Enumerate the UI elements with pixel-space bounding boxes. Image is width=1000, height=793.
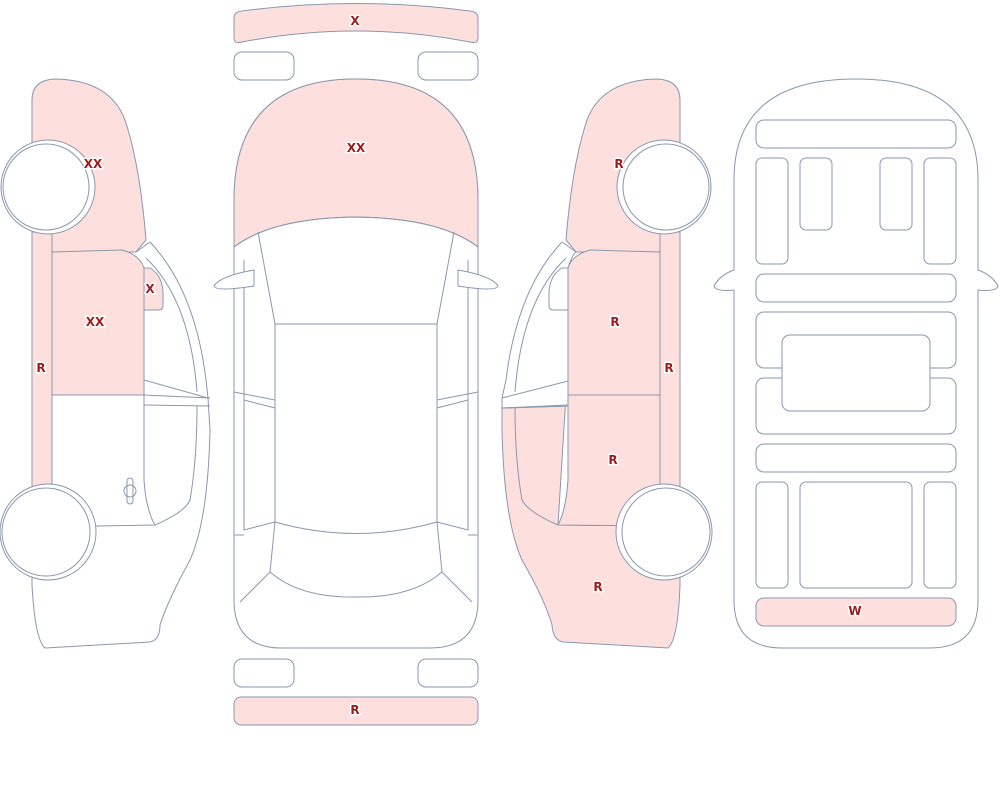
left-rocker-panel[interactable] [31, 231, 53, 489]
right-front-wheel[interactable] [622, 143, 710, 231]
floor-center-tunnel[interactable] [781, 334, 931, 412]
right-mirror[interactable] [548, 267, 569, 311]
roof [274, 324, 438, 534]
right-front-fender-mark: R [614, 157, 623, 171]
left-tail-light[interactable] [233, 658, 295, 688]
rear-left-rail[interactable] [755, 481, 789, 589]
left-mirror[interactable] [143, 267, 164, 311]
front-bumper[interactable] [233, 3, 479, 43]
left-front-fender-mark: XX [84, 157, 103, 171]
right-rear-door-mark: R [608, 453, 617, 467]
left-a-pillar [135, 241, 209, 399]
left-headlight[interactable] [233, 51, 295, 81]
right-tail-light[interactable] [417, 658, 479, 688]
left-mirror-mark: X [145, 282, 155, 296]
left-front-door-mark: XX [86, 315, 105, 329]
rear-crossmember[interactable] [755, 597, 957, 627]
left-rear-door-line [94, 395, 198, 527]
rear-right-rail[interactable] [923, 481, 957, 589]
right-rear-quarter[interactable] [501, 394, 681, 649]
right-side-windows [436, 260, 469, 531]
rear-bumper-mark: R [350, 703, 359, 717]
windshield [233, 216, 479, 325]
top-right-mirror[interactable] [457, 269, 499, 290]
underbody-view: W [713, 78, 999, 649]
right-front-door-mark: R [610, 315, 619, 329]
front-crossmember[interactable] [755, 119, 957, 149]
top-beltline [233, 391, 479, 536]
right-rocker-panel[interactable] [659, 231, 681, 489]
left-window-line [145, 257, 198, 393]
left-front-door[interactable] [51, 249, 145, 396]
front-left-inner[interactable] [799, 157, 833, 231]
left-rear-body[interactable] [31, 379, 211, 649]
right-beltline [501, 380, 569, 409]
left-side-view: XX XX X R [0, 78, 211, 649]
front-bumper-mark: X [350, 14, 360, 28]
front-left-rail[interactable] [755, 157, 789, 265]
rear-crossmember-mark: W [848, 604, 861, 618]
left-beltline [143, 394, 211, 407]
trunk-floor[interactable] [799, 481, 913, 589]
rear-bumper[interactable] [233, 696, 479, 726]
rear-window [239, 521, 473, 603]
front-right-rail[interactable] [923, 157, 957, 265]
left-front-wheel[interactable] [2, 143, 90, 231]
left-rear-wheel[interactable] [1, 487, 91, 577]
right-window-area[interactable] [501, 241, 577, 409]
left-door-lock [123, 484, 137, 498]
left-door-handle[interactable] [126, 477, 134, 505]
right-rocker-panel-mark: R [664, 361, 673, 375]
front-right-inner[interactable] [879, 157, 913, 231]
right-headlight[interactable] [417, 51, 479, 81]
firewall-crossmember[interactable] [755, 273, 957, 303]
top-view: X XX R [213, 3, 499, 726]
top-left-mirror[interactable] [213, 269, 255, 290]
hood-mark: XX [347, 141, 366, 155]
left-side-windows [243, 260, 276, 531]
middle-crossmember[interactable] [755, 443, 957, 473]
right-window-line [514, 257, 567, 393]
right-side-view: R R R R R [501, 78, 713, 649]
right-rear-wheel[interactable] [621, 487, 711, 577]
left-rocker-panel-mark: R [36, 361, 45, 375]
right-rear-door-trim [514, 407, 559, 526]
right-rear-quarter-mark: R [593, 580, 602, 594]
